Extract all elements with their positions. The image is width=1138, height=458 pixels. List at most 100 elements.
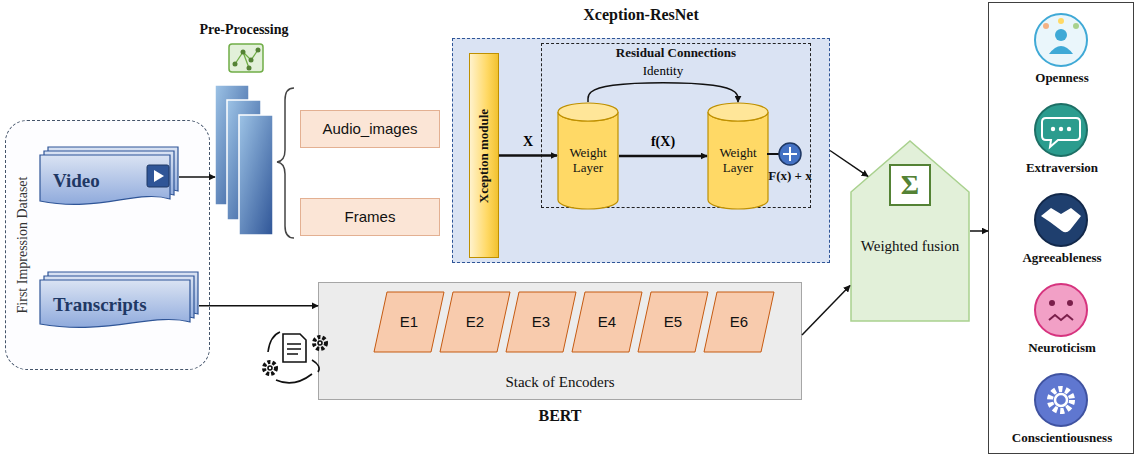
box-label: Video — [53, 170, 100, 192]
encoder-label: E2 — [466, 313, 484, 330]
fusion-block-outline — [850, 140, 970, 322]
document-lines — [287, 344, 301, 354]
input-box: Audio_images — [300, 110, 440, 148]
trait-label: Agreeableness — [1022, 251, 1101, 266]
trait-item: Agreeableness — [991, 189, 1133, 275]
icon-body — [1049, 46, 1073, 54]
icon-mouth — [1049, 315, 1073, 320]
icon-disc — [1035, 194, 1087, 246]
document-page — [40, 155, 170, 204]
region-title: First Impression Dataset — [15, 177, 31, 314]
document-page — [48, 147, 178, 196]
sum-plus — [783, 147, 797, 161]
transcripts-box: Transcripts — [39, 271, 199, 331]
connector — [179, 176, 215, 178]
preprocessing-stack-outline — [215, 85, 273, 235]
cylinder-top — [708, 103, 768, 121]
trait-label: Neuroticism — [1028, 341, 1096, 356]
encoder-block: E3 — [505, 291, 577, 353]
trait-label: Conscientiousness — [1012, 431, 1112, 446]
icon-dot — [241, 50, 246, 55]
icon-gear-hub — [1055, 394, 1067, 406]
bert-region: E1E2E3E4E5E6Stack of EncodersBERT — [318, 282, 802, 400]
document-page — [44, 151, 174, 200]
cylinder-body — [708, 112, 768, 209]
preprocessing-icon — [229, 44, 263, 72]
icon-disc — [1035, 14, 1087, 66]
preprocessing-stack: Pre-Processing — [215, 85, 273, 235]
sum-circle — [779, 143, 801, 165]
module-label: Xception module — [477, 108, 492, 202]
document — [283, 334, 306, 362]
region-title: BERT — [538, 407, 581, 425]
document-page — [40, 280, 190, 327]
parallelogram — [440, 292, 510, 352]
encoder-label: E5 — [664, 313, 682, 330]
trait-item: Conscientiousness — [991, 369, 1133, 455]
bracket — [277, 88, 294, 238]
encoder-block: E2 — [439, 291, 511, 353]
encoder-block: E5 — [637, 291, 709, 353]
icon-dot — [256, 48, 261, 53]
encoder-block: E6 — [703, 291, 775, 353]
document-page — [44, 276, 194, 323]
connector — [499, 154, 557, 157]
trait-label: Extraversion — [1026, 161, 1098, 176]
edge-label: f(X) — [649, 134, 677, 149]
icon-dot — [1058, 18, 1064, 24]
sum-label: F(x) + x — [768, 169, 812, 183]
weight-layer: Weight Layer — [557, 102, 619, 210]
box-label: Transcripts — [53, 294, 147, 316]
connector — [619, 155, 707, 158]
page-sheet — [227, 100, 261, 220]
gear — [314, 337, 326, 349]
video-box: Video — [39, 146, 179, 208]
icon-links — [235, 50, 258, 68]
module-bar: Xception module — [469, 53, 499, 258]
connector — [970, 230, 988, 232]
icon-dot — [1059, 127, 1063, 131]
icon-eye — [1049, 300, 1055, 306]
icon-dot — [1067, 127, 1071, 131]
icon-hands — [1041, 208, 1081, 232]
layer-label: Weight Layer — [560, 146, 616, 176]
weight-layer: Weight Layer — [707, 102, 769, 210]
box-label: Frames — [345, 208, 396, 225]
trait-item: Openness — [991, 9, 1133, 95]
stage-title: Pre-Processing — [200, 22, 289, 38]
extraversion-icon — [1035, 104, 1087, 156]
trait-item: Extraversion — [991, 99, 1133, 185]
trait-label: Openness — [1035, 71, 1088, 86]
icon-disc — [1035, 374, 1087, 426]
icon-disc — [1035, 104, 1087, 156]
play-icon — [147, 165, 169, 187]
cycle-arrows — [268, 332, 319, 383]
cylinder-body — [558, 112, 618, 209]
region-caption: Stack of Encoders — [505, 374, 614, 391]
sum-symbol — [779, 143, 801, 165]
icon-head — [1055, 29, 1067, 41]
connector — [802, 286, 850, 336]
gear — [264, 362, 276, 374]
icon-dot — [247, 66, 252, 71]
parallelogram — [374, 292, 444, 352]
dataset-region: VideoTranscripts First Impression Dataset — [5, 120, 210, 370]
icon-eye — [1067, 300, 1073, 306]
gear-hub — [268, 366, 272, 370]
encoder-label: E3 — [532, 313, 550, 330]
encoder-block: E4 — [571, 291, 643, 353]
icon-dot — [249, 58, 254, 63]
edge-label: Identity — [641, 64, 685, 78]
encoder-label: E4 — [598, 313, 616, 330]
icon-frame — [229, 44, 263, 72]
fusion-block: Weighted fusion — [850, 140, 970, 322]
layer-label: Weight Layer — [710, 146, 766, 176]
encoder-block: E1 — [373, 291, 445, 353]
icon-dot — [1043, 23, 1049, 29]
page-sheet — [215, 85, 249, 205]
block-title: Residual Connections — [616, 46, 736, 61]
connector — [199, 305, 318, 307]
connector — [588, 83, 738, 102]
page-sheet — [239, 115, 273, 235]
icon-dot — [233, 62, 238, 67]
